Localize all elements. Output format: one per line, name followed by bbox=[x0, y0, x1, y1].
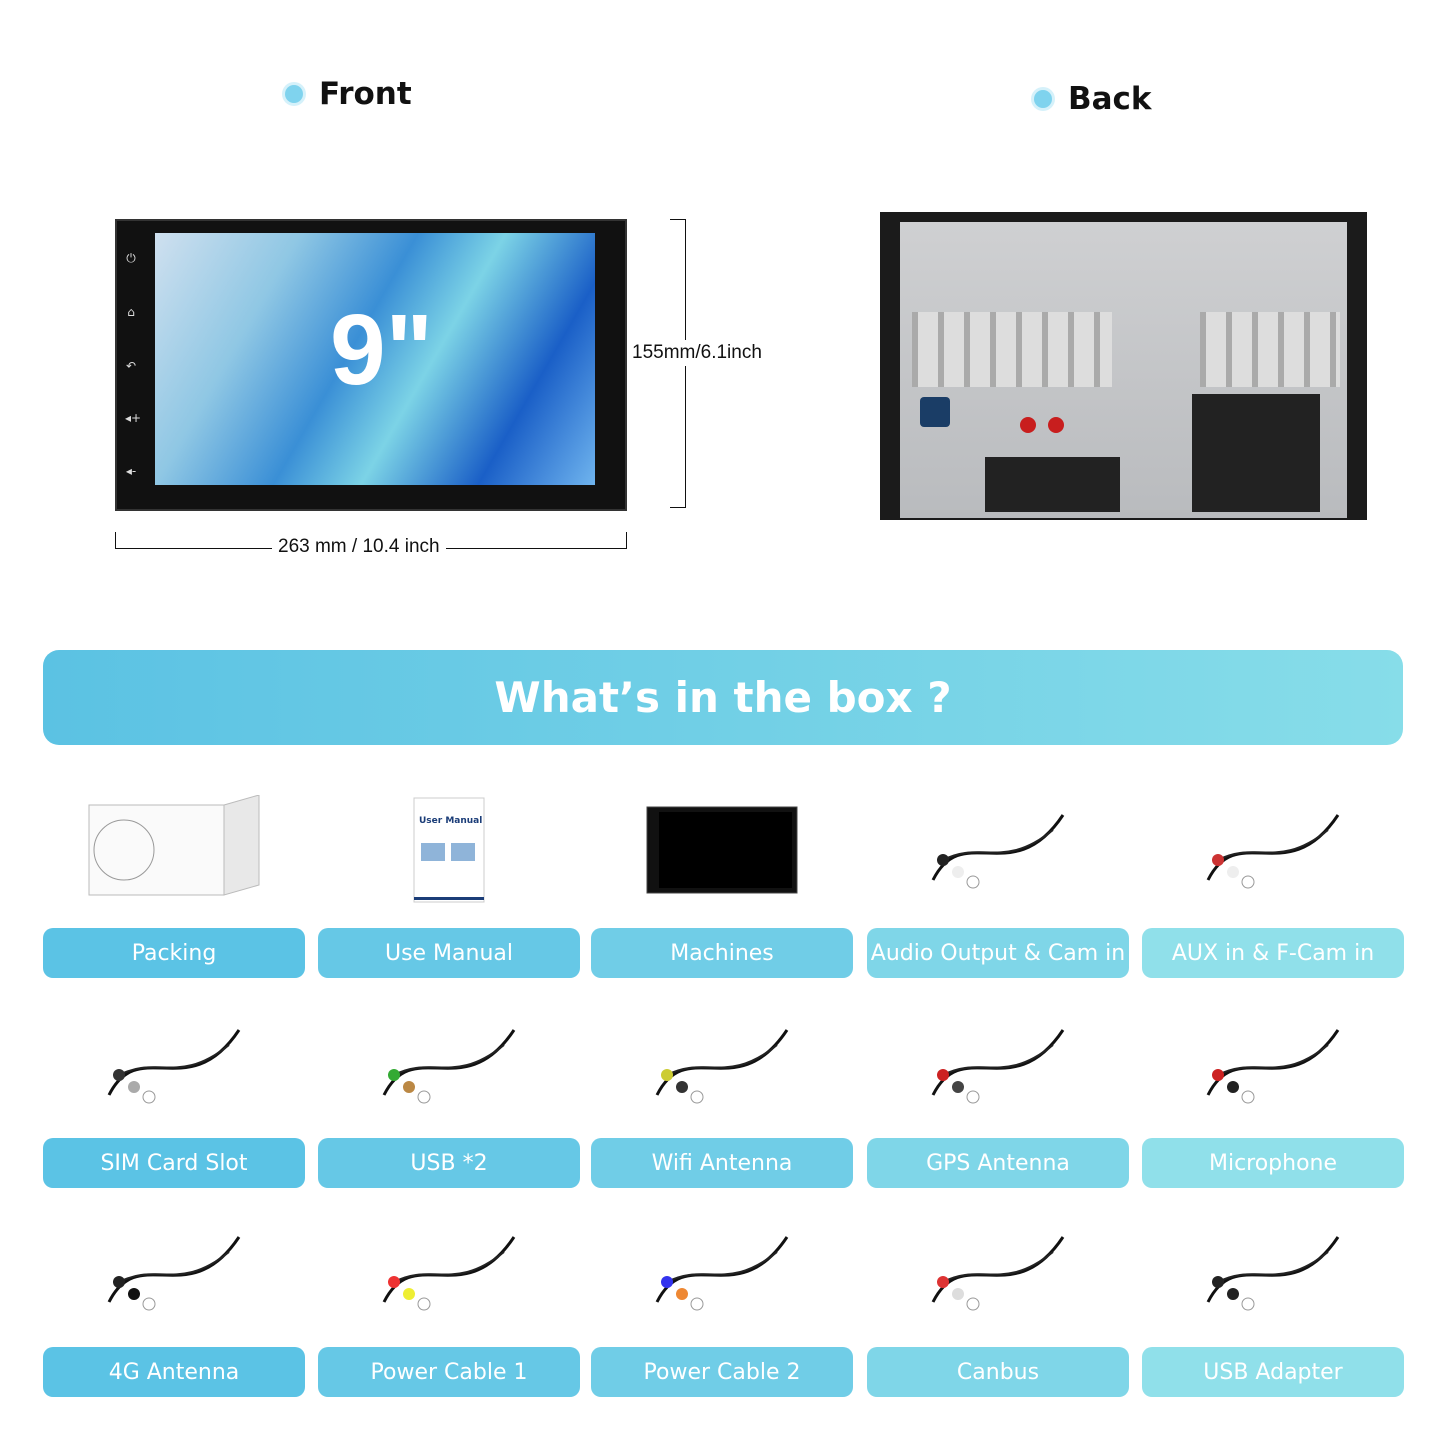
wifi-antenna-icon bbox=[591, 1005, 853, 1125]
item-label: GPS Antenna bbox=[867, 1138, 1129, 1188]
usb-cable-icon bbox=[318, 1005, 580, 1125]
power-harness-icon bbox=[591, 1212, 853, 1332]
item-label: USB *2 bbox=[318, 1138, 580, 1188]
power-icon: ⏻ bbox=[126, 251, 136, 265]
item-label: Power Cable 1 bbox=[318, 1347, 580, 1397]
height-dimension: 155mm/6.1inch bbox=[632, 340, 762, 366]
device-screen: 9" bbox=[155, 233, 595, 485]
gps-antenna-icon bbox=[867, 1005, 1129, 1125]
bullet-icon bbox=[285, 85, 303, 103]
item-label: Wifi Antenna bbox=[591, 1138, 853, 1188]
power-harness-icon bbox=[318, 1212, 580, 1332]
microphone-icon bbox=[1142, 1005, 1404, 1125]
dimension-tick bbox=[670, 507, 686, 508]
volume-up-icon: ◂+ bbox=[125, 411, 142, 425]
item-label: Machines bbox=[591, 928, 853, 978]
box-icon bbox=[43, 790, 305, 910]
back-icon: ↶ bbox=[125, 359, 137, 373]
head-unit-icon bbox=[591, 790, 853, 910]
front-heading-text: Front bbox=[319, 76, 412, 112]
front-device-image: ⏻ ⌂ ↶ ◂+ ◂- 9" bbox=[115, 219, 627, 511]
item-label: Power Cable 2 bbox=[591, 1347, 853, 1397]
volume-down-icon: ◂- bbox=[125, 464, 137, 478]
home-icon: ⌂ bbox=[127, 305, 135, 319]
metal-chassis bbox=[900, 222, 1347, 518]
rca-cable-icon bbox=[867, 790, 1129, 910]
rca-cable-icon bbox=[1142, 790, 1404, 910]
4g-antenna-icon bbox=[43, 1212, 305, 1332]
back-heading-text: Back bbox=[1068, 81, 1152, 117]
dimension-tick bbox=[115, 532, 116, 548]
item-label: Audio Output & Cam in bbox=[867, 928, 1129, 978]
dimension-tick bbox=[670, 219, 686, 220]
front-heading: Front bbox=[285, 76, 412, 112]
item-label: AUX in & F-Cam in bbox=[1142, 928, 1404, 978]
banner-title: What’s in the box ? bbox=[494, 673, 952, 722]
item-label: Canbus bbox=[867, 1347, 1129, 1397]
item-label: Microphone bbox=[1142, 1138, 1404, 1188]
item-label: Packing bbox=[43, 928, 305, 978]
svg-text:User Manual: User Manual bbox=[419, 816, 482, 826]
back-device-image bbox=[880, 212, 1367, 520]
dimension-tick bbox=[626, 532, 627, 548]
item-label: 4G Antenna bbox=[43, 1347, 305, 1397]
back-heading: Back bbox=[1034, 81, 1152, 117]
screen-size-label: 9" bbox=[330, 294, 434, 406]
usb-adapter-icon bbox=[1142, 1212, 1404, 1332]
sim-cable-icon bbox=[43, 1005, 305, 1125]
canbus-box-icon bbox=[867, 1212, 1129, 1332]
manual-icon: User Manual bbox=[318, 790, 580, 910]
bullet-icon bbox=[1034, 90, 1052, 108]
width-dimension: 263 mm / 10.4 inch bbox=[272, 536, 446, 558]
whats-in-box-banner: What’s in the box ? bbox=[43, 650, 1403, 745]
item-label: Use Manual bbox=[318, 928, 580, 978]
item-label: USB Adapter bbox=[1142, 1347, 1404, 1397]
item-label: SIM Card Slot bbox=[43, 1138, 305, 1188]
